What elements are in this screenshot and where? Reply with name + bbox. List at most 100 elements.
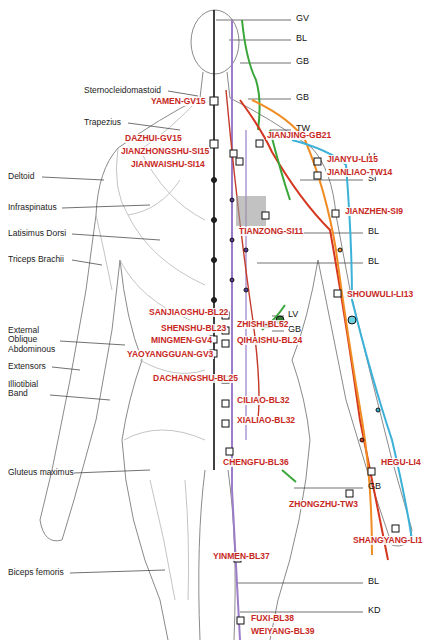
acupoint-label: WEIYANG-BL39 [250, 627, 315, 636]
leader-lines [168, 91, 198, 96]
meridian-lines [242, 20, 260, 130]
muscle-label: External Oblique Abdominous [8, 326, 66, 354]
leader-lines [257, 263, 363, 264]
acupoint-label: QIHAISHU-BL24 [236, 336, 303, 345]
acupoint-label: YAMEN-GV15 [150, 97, 206, 106]
acupoint-dots [236, 158, 243, 165]
acupoint-label: XIALIAO-BL32 [236, 416, 296, 425]
leader-lines [72, 260, 102, 265]
meridian-label: BL [368, 257, 379, 267]
meridian-lines [245, 130, 246, 440]
body-outline [227, 72, 412, 546]
leader-lines [60, 341, 125, 345]
leader-lines [74, 470, 150, 473]
acupoint-dots [210, 140, 218, 148]
acupoint-dots [346, 490, 353, 497]
muscle-label: Sternocleidomastoid [84, 86, 161, 95]
leader-lines [248, 99, 291, 100]
muscle-label: Triceps Brachii [8, 255, 64, 264]
leader-lines [52, 367, 80, 370]
acupoint-dots [368, 468, 375, 475]
acupoint-label: JIANWAISHU-SI14 [130, 160, 206, 169]
body-outline [40, 10, 412, 640]
meridian-lines [292, 140, 412, 540]
acupoint-dots [332, 210, 339, 217]
muscle-lines [128, 215, 205, 285]
leader-lines [272, 331, 284, 332]
acupoint-dots [230, 238, 234, 242]
acupoint-label: DACHANGSHU-BL25 [152, 374, 239, 383]
acupoint-label: YAOYANGGUAN-GV3 [126, 350, 214, 359]
muscle-label: Biceps femoris [8, 568, 64, 577]
leader-lines [50, 395, 110, 400]
muscle-lines [96, 215, 112, 290]
meridian-label: GV [296, 14, 309, 24]
acupoint-dots [360, 438, 364, 442]
acupoint-dots [348, 316, 356, 324]
acupoint-label: ZHISHI-BL52 [236, 320, 289, 329]
leader-lines [240, 63, 291, 64]
acupoint-dots [334, 290, 341, 297]
leader-lines [294, 488, 363, 489]
acupoint-dots [226, 448, 233, 455]
leader-lines [300, 180, 363, 181]
acupoint-label: SHOUWULI-LI13 [346, 290, 414, 299]
muscle-label: Infraspinatus [8, 203, 57, 212]
muscle-lines [140, 98, 205, 220]
acupoint-dots [212, 178, 217, 183]
meridian-label: KD [368, 606, 381, 616]
acupoint-dots [244, 288, 248, 292]
acupoint-dots [244, 248, 248, 252]
acupoint-dots [338, 248, 342, 252]
acupoint-label: SHENSHU-BL23 [160, 324, 227, 333]
muscle-label: Deltoid [8, 172, 34, 181]
leader-lines [229, 40, 291, 41]
muscle-lines [185, 480, 189, 600]
leader-lines [62, 205, 150, 208]
acupoint-label: DAZHUI-GV15 [124, 134, 183, 143]
leader-lines [238, 583, 363, 584]
leader-lines [128, 123, 180, 130]
acupoint-dots [222, 400, 229, 407]
acupoint-label: CHENGFU-BL36 [222, 458, 290, 467]
acupoint-dots [314, 158, 321, 165]
acupoint-label: SHANGYANG-LI1 [352, 536, 424, 545]
acupoint-dots [210, 97, 218, 105]
acupoint-label: JIANJING-GB21 [266, 131, 332, 140]
muscle-label: Latisimus Dorsi [8, 229, 66, 238]
meridian-label: GB [296, 57, 309, 67]
acupoint-dots [212, 258, 217, 263]
meridian-lines [270, 130, 290, 200]
meridian-lines [213, 10, 215, 470]
muscle-lines [124, 430, 205, 440]
meridian-label: GB [288, 325, 301, 335]
acupoint-label: HEGU-LI4 [380, 458, 422, 467]
acupoint-label: ZHONGZHU-TW3 [288, 500, 359, 509]
acupoint-label: JIANZHONGSHU-SI15 [120, 147, 210, 156]
leader-lines [240, 612, 363, 613]
acupoint-dots [392, 525, 399, 532]
acupoint-label: JIANLIAO-TW14 [326, 168, 393, 177]
muscle-label: Gluteus maximus [8, 468, 74, 477]
muscle-lines [140, 360, 205, 373]
acupoint-label: JIANZHEN-SI9 [344, 207, 404, 216]
meridian-lines [282, 470, 296, 482]
muscle-label: Trapezius [84, 118, 121, 127]
meridian-lines [226, 90, 259, 420]
acupoint-dots [212, 218, 217, 223]
acupoint-label: FUXI-BL38 [250, 614, 295, 623]
acupoint-dots [262, 212, 269, 219]
meridian-label: GB [296, 93, 309, 103]
acupoint-dots [314, 172, 321, 179]
muscle-lines [150, 480, 175, 600]
acupoint-dots [222, 340, 229, 347]
acupoint-label: YINMEN-BL37 [212, 552, 271, 561]
muscle-lines [96, 98, 205, 600]
meridian-label: LV [288, 310, 298, 320]
meridian-label: BL [296, 34, 307, 44]
acupoint-dots [376, 408, 380, 412]
acupoint-label: MINGMEN-GV4 [150, 336, 213, 345]
acupoint-label: TIANZONG-SI11 [238, 227, 304, 236]
meridian-label: GB [368, 482, 381, 492]
acupoint-dots [237, 617, 244, 624]
